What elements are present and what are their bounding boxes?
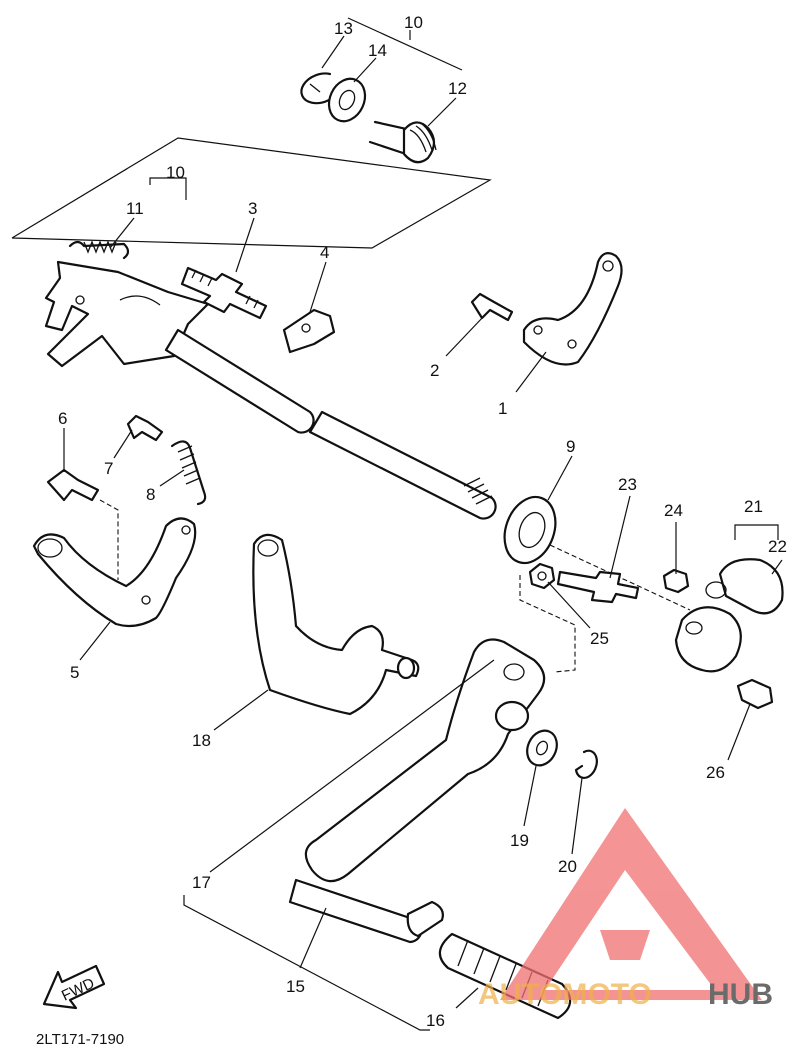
pin-part-3 xyxy=(180,266,268,320)
callout-19: 19 xyxy=(510,831,529,850)
torsion-spring-part-12 xyxy=(368,120,437,164)
watermark-logo xyxy=(500,808,762,1000)
callout-16: 16 xyxy=(426,1011,445,1030)
callout-22: 22 xyxy=(768,537,787,556)
clip-part-20 xyxy=(574,749,598,779)
callout-25: 25 xyxy=(590,629,609,648)
leader-lines xyxy=(63,35,783,1009)
washer-part-14 xyxy=(327,77,367,123)
callout-4: 4 xyxy=(320,243,329,262)
callout-14: 14 xyxy=(368,41,387,60)
callout-5: 5 xyxy=(70,663,79,682)
watermark-text: AUTOMOTO HUB xyxy=(478,978,773,1011)
callout-2: 2 xyxy=(430,361,439,380)
callout-3: 3 xyxy=(248,199,257,218)
rod-part-23 xyxy=(556,570,640,604)
pedal-shaft-part-15 xyxy=(288,878,444,944)
shift-shaft-assembly xyxy=(44,260,497,520)
spring-part-8 xyxy=(170,440,207,506)
callout-17: 17 xyxy=(192,873,211,892)
arm-part-18 xyxy=(252,533,420,716)
callout-21: 21 xyxy=(744,497,763,516)
arm-part-5 xyxy=(32,517,197,628)
callout-10-mid: 10 xyxy=(166,163,185,182)
joint-part-21 xyxy=(674,606,742,673)
subassembly-frames xyxy=(11,17,779,1031)
callout-6: 6 xyxy=(58,409,67,428)
callout-12: 12 xyxy=(448,79,467,98)
callout-24: 24 xyxy=(664,501,683,520)
pin-part-7 xyxy=(126,414,164,442)
forward-arrow-icon: FWD xyxy=(42,964,106,1010)
callout-11: 11 xyxy=(126,199,144,218)
joint-part-22 xyxy=(705,558,784,615)
callout-20: 20 xyxy=(558,857,577,876)
nut-part-24 xyxy=(662,568,690,594)
callout-23: 23 xyxy=(618,475,637,494)
washer-part-19 xyxy=(526,729,558,767)
callout-13: 13 xyxy=(334,19,353,38)
callout-1: 1 xyxy=(498,399,507,418)
callout-15: 15 xyxy=(286,977,305,996)
callout-10-top: 10 xyxy=(404,13,423,32)
clip-part-4 xyxy=(282,308,336,354)
watermark-text-a: AUTOMOTO xyxy=(478,978,652,1011)
callout-26: 26 xyxy=(706,763,725,782)
callout-numbers: 13 10 14 12 10 11 3 4 2 1 6 7 8 9 23 24 … xyxy=(58,13,787,1030)
bolt-part-6 xyxy=(46,468,100,502)
bolt-part-2 xyxy=(470,292,514,322)
callout-8: 8 xyxy=(146,485,155,504)
watermark-triangle-icon xyxy=(500,808,762,1000)
watermark-text-b: HUB xyxy=(708,978,773,1011)
stopper-plate-part-1 xyxy=(522,252,623,366)
spring-part-11 xyxy=(68,240,130,260)
shift-pedal-part-17 xyxy=(304,638,546,883)
oil-seal-part-9 xyxy=(503,495,557,565)
callout-9: 9 xyxy=(566,437,575,456)
bolt-part-26 xyxy=(736,678,774,710)
callout-7: 7 xyxy=(104,459,113,478)
callout-18: 18 xyxy=(192,731,211,750)
diagram-code: 2LT171-7190 xyxy=(36,1031,124,1048)
